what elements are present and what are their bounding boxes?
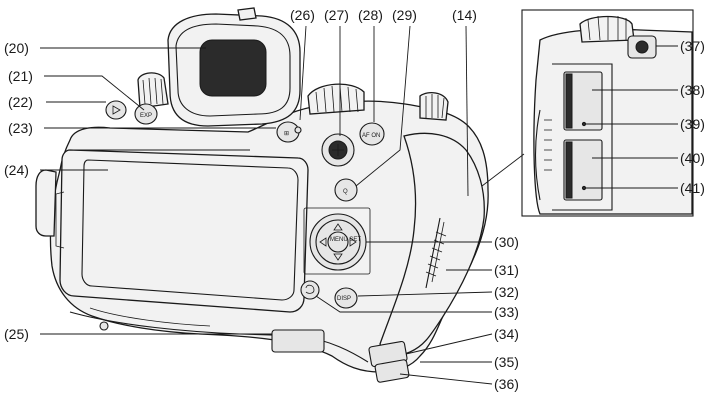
leader-lines — [40, 25, 678, 385]
callout-33: (33) — [494, 304, 519, 320]
control-dial-30[interactable]: MENU SET — [303, 207, 371, 275]
callout-36: (36) — [494, 376, 519, 392]
battery-door-latch — [271, 329, 325, 353]
rear-monitor — [55, 149, 309, 313]
callout-35: (35) — [494, 354, 519, 370]
callout-38: (38) — [680, 82, 705, 98]
disp-text: DISP — [337, 296, 351, 302]
card-slot-1-38 — [563, 71, 603, 131]
q-button-29[interactable] — [334, 178, 358, 202]
menu-set-text: MENU SET — [330, 237, 361, 243]
button-23-mark: ⊞ — [284, 131, 289, 137]
callout-23: (23) — [8, 120, 33, 136]
callout-29: (29) — [392, 7, 417, 23]
callout-14: (14) — [452, 7, 477, 23]
card-slot-inset — [521, 9, 694, 217]
q-button-mark: Q — [343, 189, 348, 195]
callout-24: (24) — [4, 162, 29, 178]
exp-button-text: EXP — [140, 113, 152, 119]
top-dials — [137, 72, 449, 121]
access-lamp-41 — [581, 185, 587, 191]
terminal-37 — [635, 40, 649, 54]
card-slot-2-40 — [563, 139, 603, 201]
callout-27: (27) — [324, 7, 349, 23]
callout-22: (22) — [8, 94, 33, 110]
joystick-27[interactable] — [321, 133, 355, 167]
callout-20: (20) — [4, 40, 29, 56]
playback-button-22[interactable] — [105, 100, 127, 120]
callout-30: (30) — [494, 234, 519, 250]
battery-door-lever-36 — [374, 359, 410, 383]
callout-25: (25) — [4, 326, 29, 342]
callout-32: (32) — [494, 284, 519, 300]
callout-41: (41) — [680, 180, 705, 196]
top-left-buttons: EXP — [105, 100, 158, 125]
back-button-33[interactable] — [300, 280, 320, 300]
viewfinder-eyepiece-20 — [199, 39, 267, 97]
callout-34: (34) — [494, 326, 519, 342]
af-on-button-28[interactable] — [359, 122, 385, 146]
af-on-text: AF ON — [362, 133, 380, 139]
access-lamp-39 — [581, 121, 587, 127]
callout-21: (21) — [8, 68, 33, 84]
callout-26: (26) — [290, 7, 315, 23]
callout-40: (40) — [680, 150, 705, 166]
bottom-screw-left — [99, 321, 109, 331]
callout-28: (28) — [358, 7, 383, 23]
marker-26 — [294, 126, 302, 134]
callout-37: (37) — [680, 38, 705, 54]
disp-button-32[interactable] — [334, 287, 358, 309]
viewfinder-eyecup — [167, 7, 301, 127]
callout-labels: (20) (21) (22) (23) (24) (25) (26) (27) … — [4, 7, 705, 392]
callout-31: (31) — [494, 262, 519, 278]
exp-button-21[interactable] — [134, 103, 158, 125]
callout-39: (39) — [680, 116, 705, 132]
